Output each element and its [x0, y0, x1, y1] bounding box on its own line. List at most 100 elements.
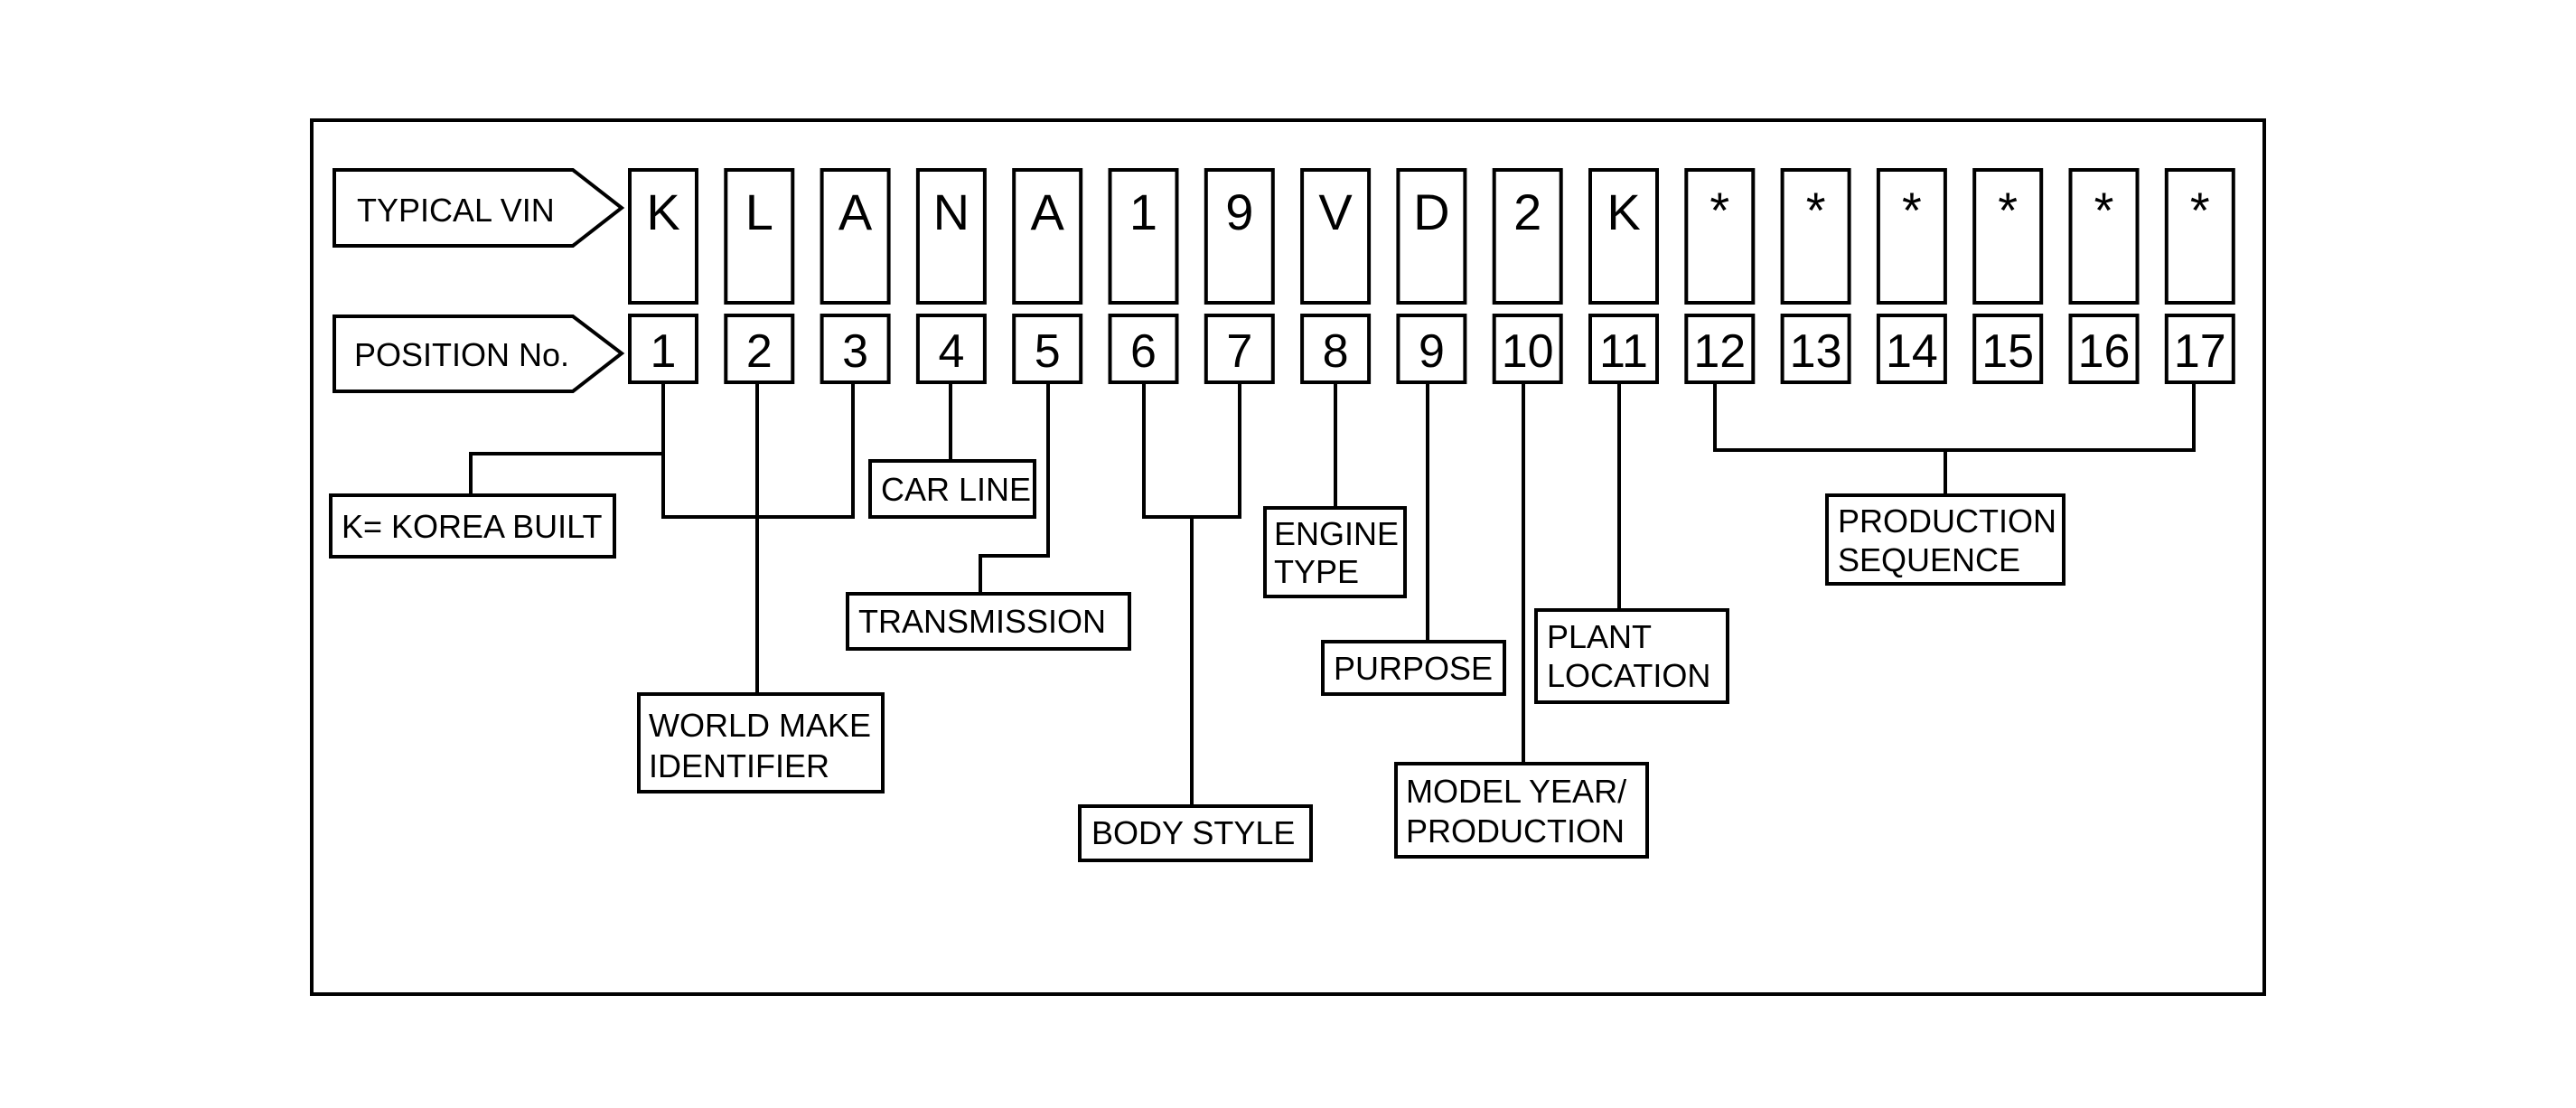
vin-char-cell-box	[1972, 168, 2044, 305]
purpose-box	[1321, 640, 1506, 696]
vin-char-cell-text: *	[1902, 182, 1922, 239]
vin-char-cell-box	[1588, 168, 1659, 305]
position-no-arrow	[333, 315, 625, 393]
vin-char-cell: N	[915, 168, 987, 305]
vin-char-cell-text: N	[933, 183, 970, 240]
vin-char-cell: 2	[1492, 168, 1563, 305]
position-cell-box	[2164, 314, 2235, 384]
vin-char-cell-text: *	[1710, 182, 1729, 239]
position-cell: 13	[1780, 314, 1851, 384]
position-cell: 4	[915, 314, 987, 384]
transmission-connector	[979, 382, 1050, 594]
plant-location-line1: PLANT	[1547, 618, 1652, 655]
vin-char-cell: *	[2068, 168, 2140, 305]
position-cell-box	[1492, 314, 1563, 384]
engine-type-line2: TYPE	[1274, 553, 1359, 590]
position-cell-text: 11	[1599, 325, 1648, 378]
vin-char-cell-text: *	[1806, 182, 1826, 239]
typical-vin-label: TYPICAL VIN	[357, 192, 555, 229]
position-cell: 16	[2068, 314, 2140, 384]
position-cell-text: 8	[1323, 325, 1349, 378]
position-cell-box	[1396, 314, 1467, 384]
position-cell: 14	[1876, 314, 1947, 384]
position-cell: 10	[1492, 314, 1563, 384]
vin-char-cell-text: D	[1413, 183, 1449, 240]
vin-char-cell-text: V	[1318, 183, 1353, 240]
position-cell: 8	[1300, 314, 1372, 384]
position-cell-text: 12	[1693, 325, 1746, 378]
vin-char-cell-box	[628, 168, 698, 305]
position-cell-text: 10	[1502, 325, 1554, 378]
vin-char-cell-text: 2	[1513, 183, 1541, 240]
plant-location-box	[1534, 608, 1729, 704]
car-line-text: CAR LINE	[881, 471, 1031, 508]
vin-char-cell-text: 9	[1225, 183, 1253, 240]
vin-char-cell-box	[1108, 168, 1179, 305]
vin-char-cell-text: *	[2094, 182, 2114, 239]
production-sequence-bracket	[1713, 382, 2196, 452]
position-cell: 17	[2164, 314, 2235, 384]
vin-char-cell-box	[1012, 168, 1083, 305]
position-cell: 15	[1972, 314, 2044, 384]
engine-type-box	[1263, 506, 1407, 598]
position-cell-box	[1684, 314, 1756, 384]
position-cell-text: 15	[1981, 325, 2034, 378]
vin-char-cell-box	[820, 168, 891, 305]
purpose-text: PURPOSE	[1334, 650, 1493, 687]
vin-char-cell-box	[1204, 168, 1275, 305]
position-cell: 6	[1108, 314, 1179, 384]
position-cell-text: 14	[1886, 325, 1938, 378]
vin-char-cell-text: A	[838, 183, 873, 240]
vin-char-cell-text: *	[2190, 182, 2210, 239]
world-make-line1: WORLD MAKE	[649, 707, 871, 744]
typical-vin-arrow	[333, 168, 625, 248]
vin-char-cell-text: K	[646, 183, 679, 240]
vin-char-cell-text: K	[1606, 183, 1640, 240]
vin-char-cell-box	[1876, 168, 1947, 305]
vin-char-cell: *	[1972, 168, 2044, 305]
position-cell-text: 3	[842, 325, 868, 378]
position-cell-box	[1204, 314, 1275, 384]
vin-char-cell: A	[820, 168, 891, 305]
position-cell-box	[1300, 314, 1372, 384]
vin-char-cell-text: A	[1031, 183, 1065, 240]
model-year-line1: MODEL YEAR/	[1406, 773, 1626, 810]
vin-char-cell-box	[724, 168, 795, 305]
vin-char-cell: *	[1684, 168, 1756, 305]
vin-char-cell-box	[2068, 168, 2140, 305]
position-cell-text: 6	[1130, 325, 1157, 378]
vin-char-cell-box	[1684, 168, 1756, 305]
vin-char-cell: 9	[1204, 168, 1275, 305]
position-cell: 1	[628, 314, 698, 384]
vin-char-cell: *	[1780, 168, 1851, 305]
position-cell: 11	[1588, 314, 1659, 384]
position-cell-text: 13	[1790, 325, 1842, 378]
body-style-text: BODY STYLE	[1091, 814, 1295, 851]
position-cell: 7	[1204, 314, 1275, 384]
position-cell-box	[628, 314, 698, 384]
position-cell-box	[1108, 314, 1179, 384]
connector-lines	[469, 382, 2196, 806]
model-year-line2: PRODUCTION	[1406, 812, 1625, 850]
world-make-identifier-box	[637, 692, 885, 793]
vin-char-cell-box	[1300, 168, 1372, 305]
position-cell-text: 1	[651, 325, 677, 378]
vin-char-cell: 1	[1108, 168, 1179, 305]
position-cell: 9	[1396, 314, 1467, 384]
production-sequence-line1: PRODUCTION	[1838, 502, 2056, 540]
korea-connector	[469, 382, 665, 495]
position-cell-box	[1972, 314, 2044, 384]
vin-char-cell-box	[1492, 168, 1563, 305]
position-cell-text: 9	[1419, 325, 1445, 378]
korea-built-box	[329, 493, 616, 559]
position-cell-box	[1876, 314, 1947, 384]
position-cell-box	[2068, 314, 2140, 384]
vin-char-cell-box	[1780, 168, 1851, 305]
position-no-label: POSITION No.	[354, 336, 569, 373]
position-cell: 12	[1684, 314, 1756, 384]
vin-char-cell: K	[628, 168, 698, 305]
position-cell-text: 4	[938, 325, 964, 378]
position-cell-text: 7	[1226, 325, 1252, 378]
